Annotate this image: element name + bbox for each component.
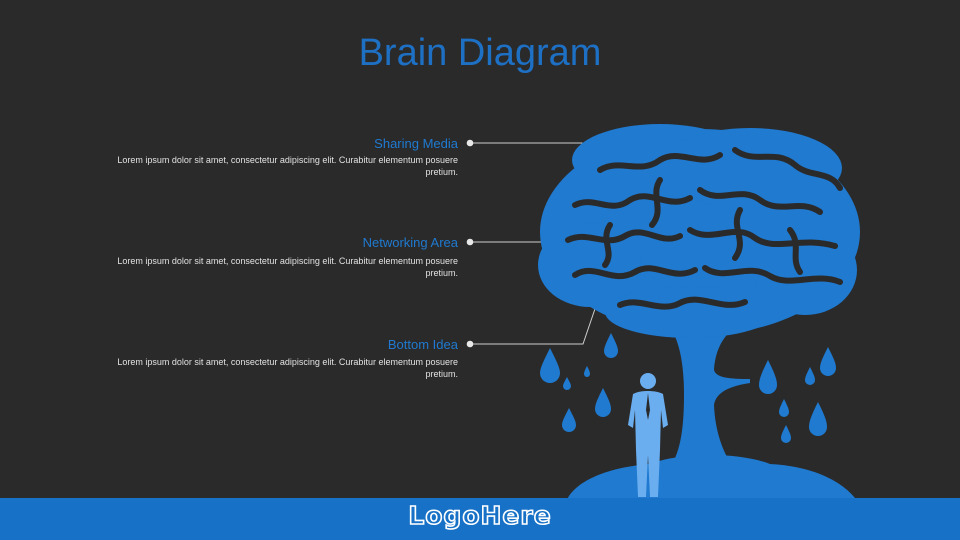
brain-folds	[565, 147, 843, 310]
raindrop-icon	[604, 333, 618, 358]
tree-trunk	[668, 330, 750, 470]
connector-dots	[466, 139, 474, 348]
businessman-tie	[646, 393, 650, 420]
raindrops	[540, 333, 836, 443]
raindrop-icon	[779, 399, 789, 417]
item-text-networking-area: Lorem ipsum dolor sit amet, consectetur …	[117, 256, 458, 278]
raindrop-icon	[595, 388, 611, 417]
raindrop-icon	[820, 347, 836, 376]
raindrop-icon	[781, 425, 791, 443]
connector-line-3	[470, 299, 599, 345]
raindrop-icon	[759, 360, 777, 394]
item-text-sharing-media: Lorem ipsum dolor sit amet, consectetur …	[117, 155, 458, 177]
raindrop-icon	[809, 402, 827, 436]
raindrop-icon	[540, 348, 560, 383]
connector-dot-3	[466, 340, 474, 348]
logo-text: LogoHere	[408, 500, 552, 531]
raindrop-icon	[562, 408, 576, 432]
item-title-bottom-idea: Bottom Idea	[387, 337, 458, 352]
businessman-icon	[628, 373, 668, 497]
item-title-sharing-media: Sharing Media	[374, 136, 458, 151]
raindrop-icon	[563, 377, 571, 390]
slide-title: Brain Diagram	[358, 32, 602, 74]
raindrop-icon	[584, 366, 590, 377]
item-text-bottom-idea: Lorem ipsum dolor sit amet, consectetur …	[117, 357, 458, 379]
connector-dot-1	[466, 139, 474, 147]
raindrop-icon	[805, 367, 815, 385]
connector-dot-2	[466, 238, 474, 246]
footer-bar	[0, 498, 960, 540]
item-title-networking-area: Networking Area	[362, 235, 458, 250]
